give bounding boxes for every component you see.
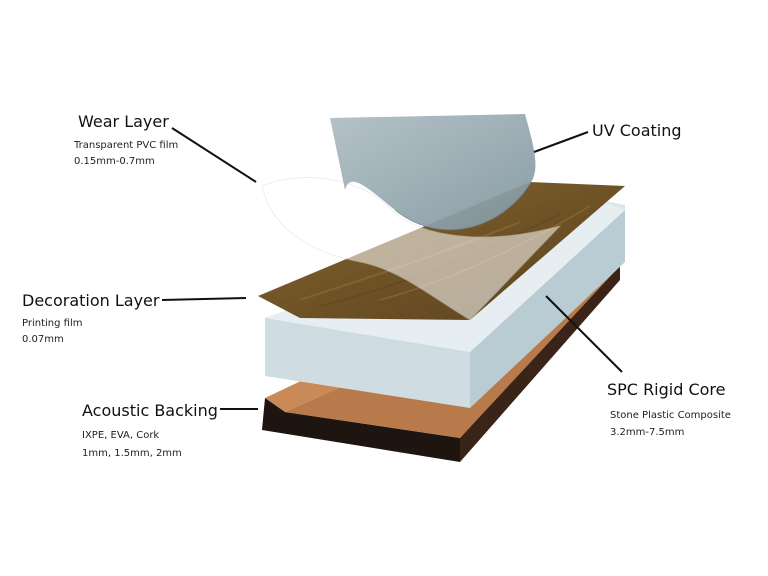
acoustic-backing-materials: IXPE, EVA, Cork bbox=[82, 430, 160, 441]
decoration-layer-title: Decoration Layer bbox=[22, 291, 160, 310]
uv-coating-film bbox=[330, 114, 536, 231]
acoustic-backing-title: Acoustic Backing bbox=[82, 401, 218, 420]
wear-layer-title: Wear Layer bbox=[78, 112, 169, 131]
uv-coating-title: UV Coating bbox=[592, 121, 682, 140]
decoration-leader-line bbox=[161, 297, 247, 301]
spc-leader-line bbox=[545, 295, 623, 373]
acoustic-backing-thickness: 1mm, 1.5mm, 2mm bbox=[82, 448, 182, 459]
spc-core-desc: Stone Plastic Composite bbox=[610, 410, 731, 421]
spc-core-title: SPC Rigid Core bbox=[607, 380, 726, 399]
wear-leader-line bbox=[171, 127, 257, 183]
uv-leader-line bbox=[533, 131, 589, 153]
wear-layer-desc: Transparent PVC film bbox=[74, 140, 179, 151]
wear-layer-thickness: 0.15mm-0.7mm bbox=[74, 156, 155, 167]
leader-lines bbox=[161, 127, 623, 410]
decoration-layer-thickness: 0.07mm bbox=[22, 334, 64, 345]
spc-core-thickness: 3.2mm-7.5mm bbox=[610, 427, 685, 438]
decoration-layer-desc: Printing film bbox=[22, 318, 83, 329]
wear-layer-film bbox=[261, 177, 562, 321]
